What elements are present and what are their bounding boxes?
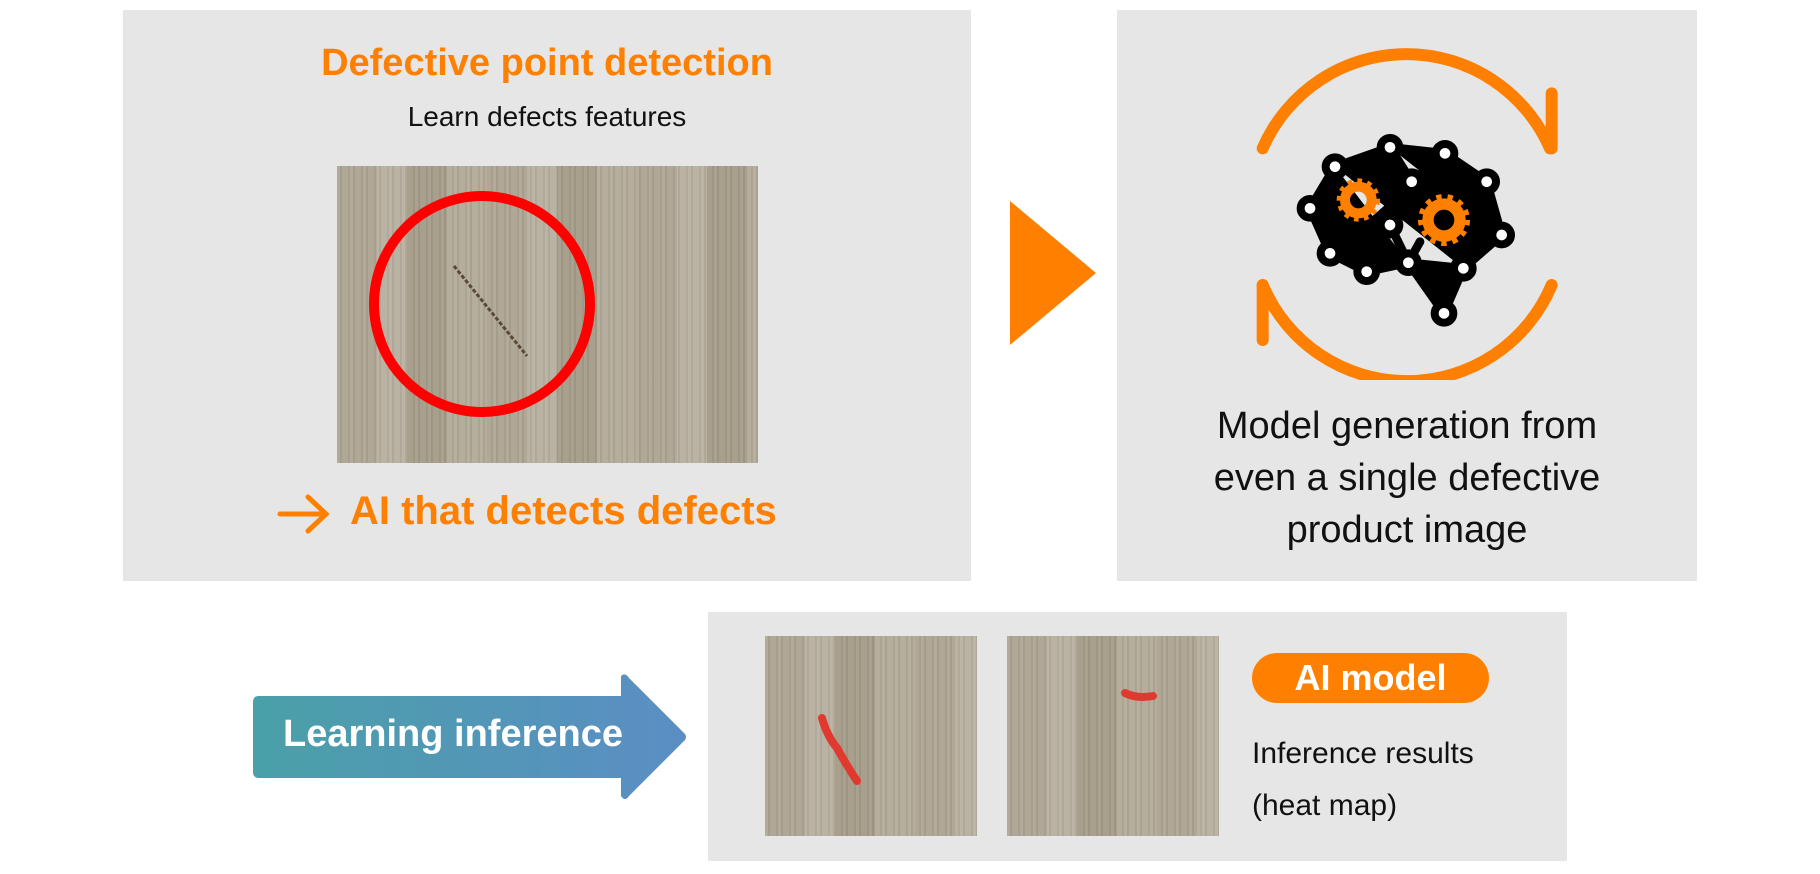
text-line: even a single defective xyxy=(1213,457,1601,499)
text-line: product image xyxy=(1286,509,1528,551)
next-step-triangle xyxy=(1010,201,1096,345)
learning-inference-label: Learning inference xyxy=(283,713,623,755)
text-line: Model generation from xyxy=(1216,405,1598,447)
panel-subtitle: Learn defects features xyxy=(407,101,687,132)
inference-results-text: Inference results (heat map) xyxy=(1252,728,1474,832)
ai-brain-cycle-icon xyxy=(1256,48,1558,380)
model-generation-panel xyxy=(1117,10,1697,581)
text-line: Inference results xyxy=(1252,737,1474,770)
heatmap-image-2 xyxy=(1007,636,1219,836)
defect-scratch xyxy=(369,191,595,417)
heatmap-spot xyxy=(818,714,861,785)
model-generation-text: Model generation from even a single defe… xyxy=(1117,400,1697,556)
heatmap-image-1 xyxy=(765,636,977,836)
text-line: (heat map) xyxy=(1252,789,1398,822)
result-text: AI that detects defects xyxy=(350,489,777,533)
arrow-right-icon xyxy=(277,494,330,534)
ai-model-badge: AI model xyxy=(1252,653,1489,703)
panel-title: Defective point detection xyxy=(321,42,773,84)
heatmap-spot xyxy=(1121,689,1157,701)
learning-inference-arrow xyxy=(253,674,686,799)
highlight-circle xyxy=(369,191,595,417)
defect-wood-image xyxy=(337,166,758,463)
